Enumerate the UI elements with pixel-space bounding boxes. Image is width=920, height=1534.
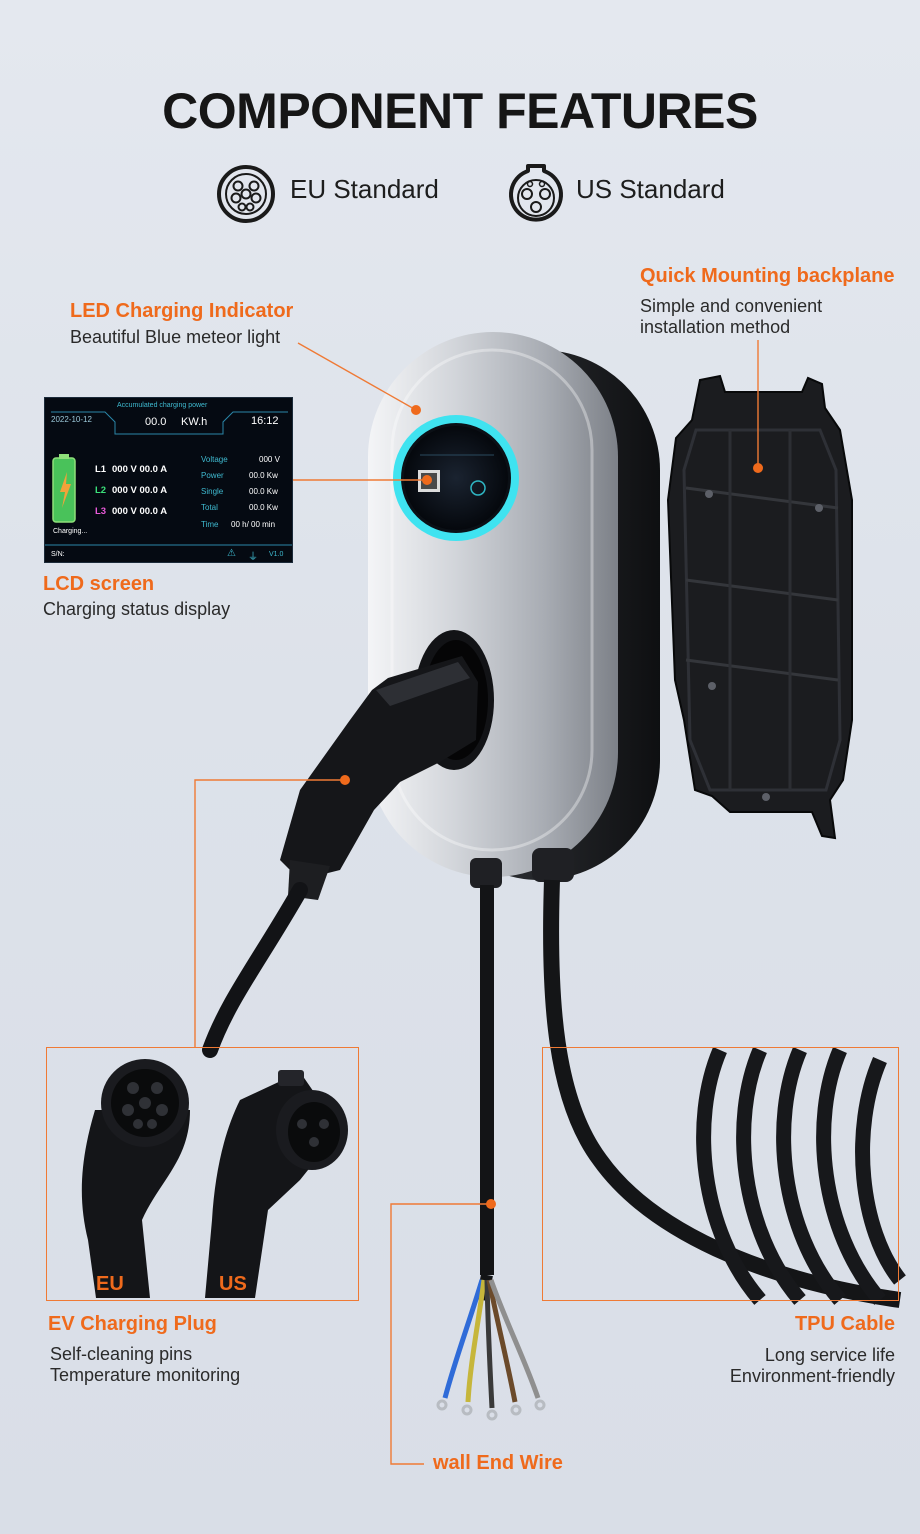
wall-end-wire-title: wall End Wire xyxy=(433,1452,563,1474)
lcd-frame-lines xyxy=(45,411,292,546)
us-plug-image xyxy=(205,1070,348,1298)
lcd-metric-time-value: 00 h/ 00 min xyxy=(231,520,276,529)
backplane-desc-2: installation method xyxy=(640,317,791,337)
led-indicator-desc: Beautiful Blue meteor light xyxy=(70,327,281,347)
lcd-metric-total-name: Total xyxy=(201,503,218,512)
lcd-line-l1-value: 000 V 00.0 A xyxy=(112,464,168,475)
lcd-line-l1-label: L1 xyxy=(95,464,107,475)
cable-title: TPU Cable xyxy=(794,1313,895,1335)
lcd-line-l2-label: L2 xyxy=(95,485,107,496)
plug-title: EV Charging Plug xyxy=(48,1313,217,1335)
ground-icon: ⏚ xyxy=(248,552,258,563)
us-standard-label: US Standard xyxy=(576,174,725,204)
us-connector-icon xyxy=(509,164,563,222)
eu-connector-icon xyxy=(217,165,275,223)
eu-standard-label: EU Standard xyxy=(290,174,439,204)
cable-desc-2: Environment-friendly xyxy=(729,1366,895,1386)
us-plug-tag: US xyxy=(219,1273,247,1295)
lcd-sn-label: S/N: xyxy=(51,551,65,558)
warning-icon: ⚠ xyxy=(227,548,236,559)
lcd-metric-single-value: 00.0 Kw xyxy=(249,487,278,496)
lcd-line-l2-value: 000 V 00.0 A xyxy=(112,485,168,496)
lcd-status: Charging... xyxy=(53,528,88,535)
led-indicator-title: LED Charging Indicator xyxy=(70,300,294,322)
mounting-backplane xyxy=(666,374,853,840)
backplane-desc-1: Simple and convenient xyxy=(640,296,823,316)
lcd-title: LCD screen xyxy=(43,573,155,595)
lcd-version: V1.0 xyxy=(269,551,284,558)
plug-desc-2: Temperature monitoring xyxy=(50,1365,241,1385)
lcd-energy: 00.0 xyxy=(145,416,167,428)
backplane-title: Quick Mounting backplane xyxy=(640,265,895,287)
lcd-energy-unit: KW.h xyxy=(181,416,208,428)
lcd-line-l3-value: 000 V 00.0 A xyxy=(112,506,168,517)
lcd-screen-preview: Accumulated charging power 2022-10-12 00… xyxy=(44,397,293,563)
eu-plug-tag: EU xyxy=(96,1273,124,1295)
lcd-date: 2022-10-12 xyxy=(51,415,92,424)
lcd-line-l3-label: L3 xyxy=(95,506,107,517)
lcd-metric-power-value: 00.0 Kw xyxy=(249,471,278,480)
page-title: COMPONENT FEATURES xyxy=(162,83,758,139)
eu-plug-image xyxy=(81,1059,190,1298)
lcd-desc: Charging status display xyxy=(43,599,231,619)
lcd-metric-time-name: Time xyxy=(201,520,219,529)
lcd-metric-voltage-value: 000 V xyxy=(259,455,280,464)
lcd-metric-single-name: Single xyxy=(201,487,224,496)
lcd-metric-total-value: 00.0 Kw xyxy=(249,503,278,512)
cable-detail-frame xyxy=(542,1047,899,1301)
cable-desc-1: Long service life xyxy=(764,1345,895,1365)
plug-desc-1: Self-cleaning pins xyxy=(50,1344,193,1364)
lcd-header: Accumulated charging power xyxy=(117,402,208,409)
lcd-time: 16:12 xyxy=(251,415,279,427)
plug-detail-frame xyxy=(46,1047,359,1301)
lcd-metric-power-name: Power xyxy=(201,471,224,480)
lcd-metric-voltage-name: Voltage xyxy=(201,455,228,464)
